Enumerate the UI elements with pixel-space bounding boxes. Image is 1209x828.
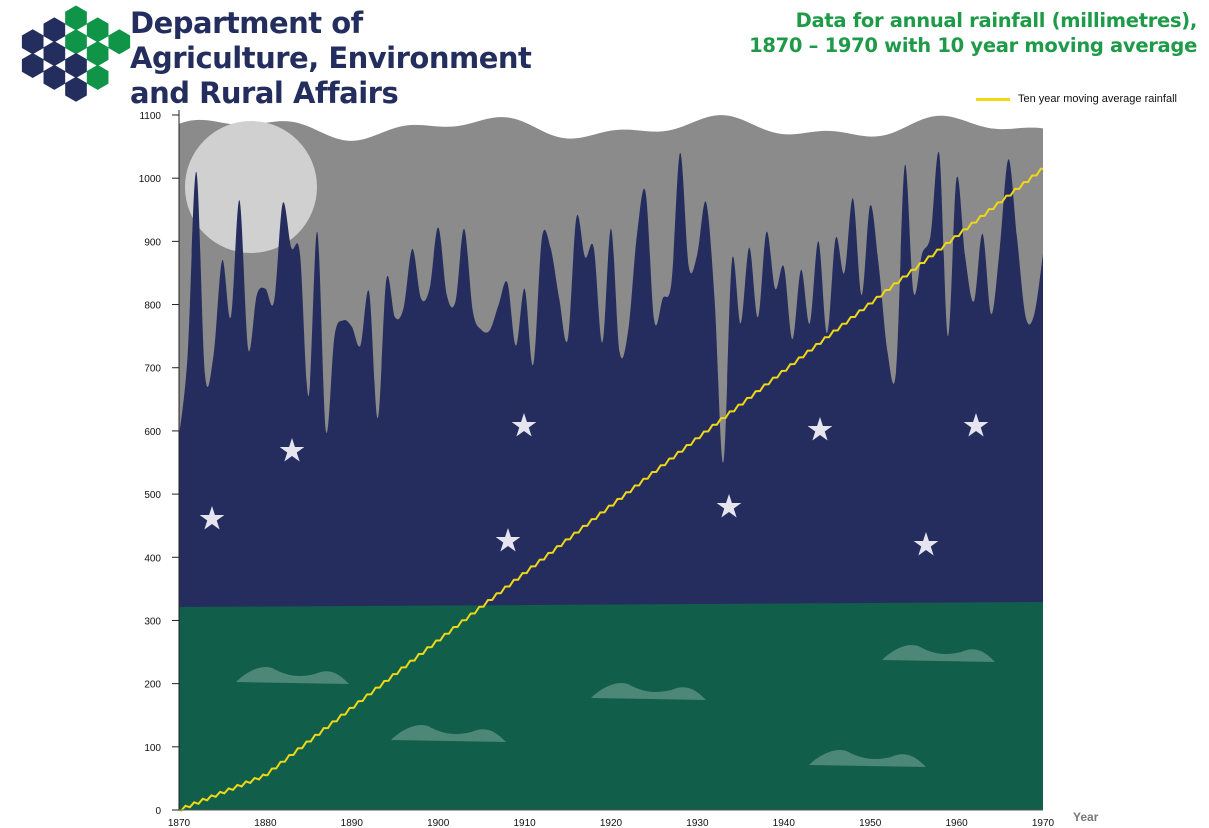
y-tick-label: 1100	[139, 111, 161, 122]
logo-wordmark: Department of Agriculture, Environment a…	[130, 6, 532, 111]
y-tick-label: 400	[144, 553, 161, 564]
hill-shape	[882, 644, 995, 662]
logo-line-3: and Rural Affairs	[130, 76, 399, 110]
x-tick-label: 1900	[427, 818, 450, 828]
logo-icon	[21, 5, 131, 102]
star-icon	[716, 494, 742, 518]
y-tick-label: 300	[144, 616, 161, 627]
star-icon	[511, 413, 537, 437]
y-tick-label: 900	[144, 237, 161, 248]
logo-hexagon	[43, 17, 66, 43]
y-tick-label: 600	[144, 427, 161, 438]
x-tick-label: 1950	[859, 818, 882, 828]
legend-swatch-average	[976, 97, 1010, 101]
hill-shape	[809, 749, 926, 767]
x-tick-label: 1920	[600, 818, 623, 828]
star-icon	[963, 413, 989, 437]
y-tick-label: 800	[144, 301, 161, 312]
star-icon	[807, 417, 833, 441]
logo-hexagon	[43, 41, 66, 67]
chart-title: Data for annual rainfall (millimetres), …	[749, 8, 1197, 58]
star-icon	[199, 506, 225, 530]
y-tick-label: 200	[144, 680, 161, 691]
y-tick-label: 500	[144, 490, 161, 501]
x-tick-label: 1870	[168, 818, 191, 828]
x-tick-label: 1910	[513, 818, 536, 828]
logo-line-1: Department of	[130, 6, 363, 40]
logo-hexagon	[65, 5, 87, 31]
logo-hexagon	[43, 64, 66, 90]
x-tick-label: 1970	[1032, 818, 1055, 828]
ground-area	[179, 602, 1043, 810]
x-tick-label: 1880	[254, 818, 277, 828]
chart-title-line-2: 1870 – 1970 with 10 year moving average	[749, 34, 1197, 57]
x-tick-label: 1960	[945, 818, 968, 828]
x-tick-label: 1930	[686, 818, 709, 828]
x-axis-label: Year	[1073, 810, 1099, 824]
logo-hexagon	[21, 53, 44, 78]
y-tick-label: 1000	[139, 174, 162, 185]
logo-hexagon	[86, 41, 109, 67]
chart-title-line-1: Data for annual rainfall (millimetres),	[795, 9, 1198, 32]
hill-shape	[236, 666, 349, 684]
legend-label: Ten year moving average rainfall	[1018, 93, 1177, 105]
logo-hexagon	[86, 64, 109, 90]
logo-hexagon	[65, 53, 87, 78]
x-tick-label: 1890	[341, 818, 364, 828]
logo-hexagon	[65, 76, 87, 102]
hill-shape	[591, 682, 706, 700]
x-tick-label: 1940	[773, 818, 796, 828]
y-tick-label: 700	[144, 364, 161, 375]
y-tick-label: 0	[155, 806, 161, 817]
y-tick-label: 100	[144, 743, 161, 754]
star-icon	[495, 528, 521, 552]
moving-average-line	[178, 167, 1044, 812]
logo-line-2: Agriculture, Environment	[130, 41, 532, 75]
star-icon	[913, 532, 939, 556]
star-icon	[279, 438, 305, 462]
logo-hexagon	[21, 29, 44, 55]
logo-hexagon	[108, 29, 131, 55]
logo-hexagon	[65, 29, 87, 55]
moon	[185, 121, 317, 253]
hill-shape	[391, 724, 506, 742]
legend: Ten year moving average rainfall	[976, 93, 1177, 105]
logo-hexagon	[86, 17, 109, 43]
